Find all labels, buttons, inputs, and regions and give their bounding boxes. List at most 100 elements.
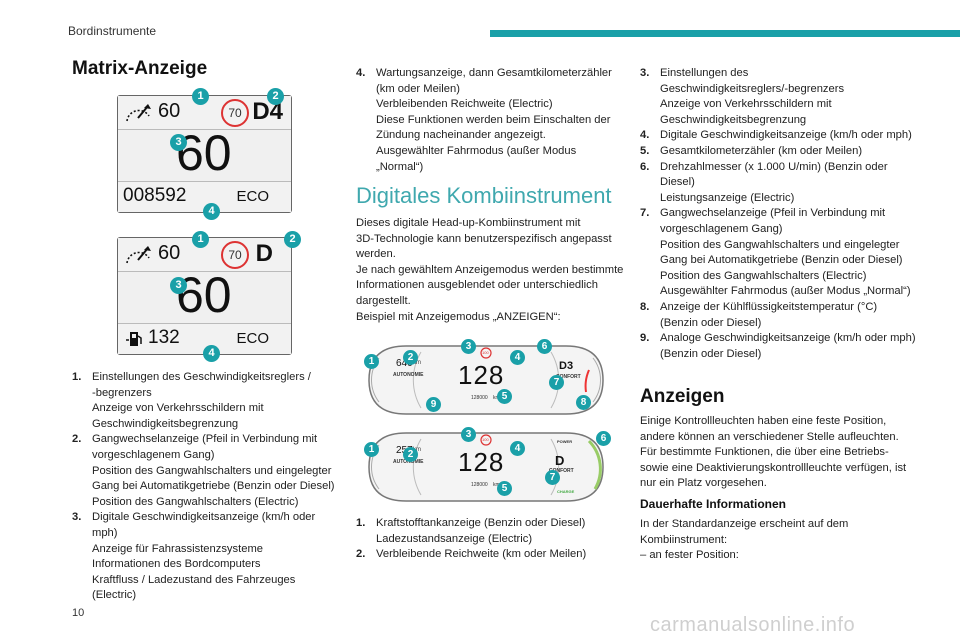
fuel-pump-icon xyxy=(126,332,142,346)
regulator-speed: 60 xyxy=(158,242,181,264)
list-item-line: vorgeschlagenem Gang) xyxy=(92,448,215,461)
list-item-line: Wartungsanzeige, dann Gesamtkilometerzäh… xyxy=(376,67,612,79)
matrix-panel-1: 60 70 D4 60 008592 ECO xyxy=(117,95,292,213)
list-item-line: Zündung nacheinander angezeigt. xyxy=(376,129,546,142)
list-item-line: Kraftfluss / Ladezustand des Fahrzeuges … xyxy=(92,573,296,602)
callout-badge: 8 xyxy=(576,395,591,410)
list-item: 5.Gesamtkilometerzähler (km oder Meilen) xyxy=(640,144,930,160)
callout-badge: 3 xyxy=(170,277,187,294)
speed-limit-sign: 70 xyxy=(221,99,249,127)
cluster-frame xyxy=(368,432,604,502)
cluster-gear: D3 xyxy=(559,360,574,372)
list-item-line: Diese Funktionen werden beim Einschalten… xyxy=(376,113,611,126)
text-line: dargestellt. xyxy=(356,294,411,307)
list-item-line: Drehzahlmesser (x 1.000 U/min) (Benzin o… xyxy=(660,160,888,173)
cluster-speed-limit: 100 xyxy=(482,350,489,355)
callout-badge: 2 xyxy=(284,231,301,248)
list-item-line: (Benzin oder Diesel) xyxy=(660,316,762,329)
callout-badge: 1 xyxy=(364,442,379,457)
permanent-info-title: Dauerhafte Informationen xyxy=(640,497,787,511)
list-item-line: Ausgewählter Fahrmodus (außer Modus „Nor… xyxy=(660,285,911,298)
list-item: 1.Kraftstofftankanzeige (Benzin oder Die… xyxy=(356,516,626,547)
callout-badge: 2 xyxy=(403,350,418,365)
list-item-line: (km oder Meilen) xyxy=(376,82,460,95)
list-item-line: Gang bei Automatikgetriebe (Benzin oder … xyxy=(660,254,903,267)
list-item-line: Digitale Geschwindigkeitsanzeige (km/h o… xyxy=(92,511,316,539)
text-line: Je nach gewähltem Anzeigemodus werden be… xyxy=(356,263,624,276)
cluster-charge-label: CHARGE xyxy=(557,489,575,494)
list-item: 4.Wartungsanzeige, dann Gesamtkilometerz… xyxy=(356,66,626,175)
callout-badge: 6 xyxy=(537,339,552,354)
regulator-speed: 60 xyxy=(158,100,181,122)
list-item: 9.Analoge Geschwindigkeitsanzeige (km/h … xyxy=(640,331,930,362)
list-item: 4. Digitale Geschwindigkeitsanzeige (km/h… xyxy=(640,128,930,144)
speed-regulator-icon xyxy=(126,246,151,264)
matrix-legend-item-4: 4.Wartungsanzeige, dann Gesamtkilometerz… xyxy=(356,66,626,175)
list-item-line: Geschwindigkeitsreglers/-begrenzers xyxy=(660,82,845,95)
list-item-line: Ausgewählter Fahrmodus (außer Modus „Nor… xyxy=(376,144,577,173)
list-item-number: 4. xyxy=(640,129,650,142)
anzeigen-title: Anzeigen xyxy=(640,386,725,407)
text-line: werden. xyxy=(356,248,396,261)
text-line: Für bestimmte Funktionen, die über eine … xyxy=(640,446,889,459)
list-item: 1.Einstellungen des Geschwindigkeitsregl… xyxy=(72,370,342,432)
cluster-range-unit: km xyxy=(413,360,421,366)
callout-badge: 1 xyxy=(192,88,209,105)
callout-badge: 4 xyxy=(510,350,525,365)
callout-badge: 2 xyxy=(403,447,418,462)
list-item-line: vorgeschlagenem Gang) xyxy=(660,222,783,235)
cluster-power-label: POWER xyxy=(557,439,573,444)
cluster-confort-label: CONFORT xyxy=(556,374,581,380)
digital-cluster-intro: Dieses digitale Head-up-Kombiinstrument … xyxy=(356,216,626,325)
list-item-line: Kraftstofftankanzeige (Benzin oder Diese… xyxy=(376,517,586,529)
permanent-info-text: In der Standardanzeige erscheint auf dem… xyxy=(640,517,930,564)
callout-badge: 3 xyxy=(170,134,187,151)
matrix-title: Matrix-Anzeige xyxy=(72,58,208,79)
list-item-number: 2. xyxy=(72,433,82,446)
callout-badge: 4 xyxy=(203,345,220,362)
list-item-number: 3. xyxy=(72,511,82,524)
cluster-range: 640 xyxy=(396,358,413,369)
list-item-line: Einstellungen des Geschwindigkeitsregler… xyxy=(92,371,311,383)
list-item-line: Diesel) xyxy=(660,176,695,189)
speed-regulator-icon xyxy=(126,104,151,122)
list-item-line: Position des Gangwahlschalters und einge… xyxy=(660,238,900,251)
cluster-frame xyxy=(368,345,604,415)
cluster-odometer-unit: km xyxy=(493,482,500,488)
cluster-odometer-unit: km xyxy=(493,395,500,401)
text-line: andere können an verschiedener Stelle au… xyxy=(640,430,899,443)
cluster-gear: D xyxy=(555,453,565,468)
list-item-number: 5. xyxy=(640,144,650,157)
list-item-number: 2. xyxy=(356,548,366,561)
list-item-number: 9. xyxy=(640,332,650,345)
callout-badge: 1 xyxy=(364,354,379,369)
callout-badge: 5 xyxy=(497,481,512,496)
gear-indicator: D xyxy=(255,240,273,267)
text-line: Dieses digitale Head-up-Kombiinstrument … xyxy=(356,217,581,229)
callout-badge: 7 xyxy=(545,470,560,485)
list-item-line: Einstellungen des xyxy=(660,67,749,79)
text-line: Beispiel mit Anzeigemodus „ANZEIGEN“: xyxy=(356,310,561,323)
callout-badge: 5 xyxy=(497,389,512,404)
list-item-line: Gangwechselanzeige (Pfeil in Verbindung … xyxy=(660,207,886,220)
list-item-line: Digitale Geschwindigkeitsanzeige (km/h o… xyxy=(660,129,912,142)
list-item: 3. Digitale Geschwindigkeitsanzeige (km/h… xyxy=(72,510,342,604)
list-item-number: 3. xyxy=(640,67,650,79)
list-item: 2.Verbleibende Reichweite (km oder Meile… xyxy=(356,547,626,563)
drive-mode: ECO xyxy=(236,330,269,347)
digital-speed: 60 xyxy=(176,267,232,323)
callout-badge: 3 xyxy=(461,427,476,442)
text-line: nur ein Platz vorgesehen. xyxy=(640,477,767,490)
cluster-odometer: 128000 xyxy=(471,395,488,401)
cluster-autonomie-label: AUTONOMIE xyxy=(393,372,424,378)
list-item-line: Anzeige für Fahrassistenzsysteme xyxy=(92,542,263,555)
callout-badge: 7 xyxy=(549,375,564,390)
cluster-autonomie-label: AUTONOMIE xyxy=(393,459,424,465)
list-item: 7.Gangwechselanzeige (Pfeil in Verbindun… xyxy=(640,206,930,300)
list-item-line: Gangwechselanzeige (Pfeil in Verbindung … xyxy=(92,433,318,446)
matrix-panel-2: 60 70 D 60 132 ECO xyxy=(117,237,292,355)
remaining-range: 132 xyxy=(148,327,180,348)
page-number: 10 xyxy=(72,607,85,619)
callout-badge: 4 xyxy=(510,441,525,456)
